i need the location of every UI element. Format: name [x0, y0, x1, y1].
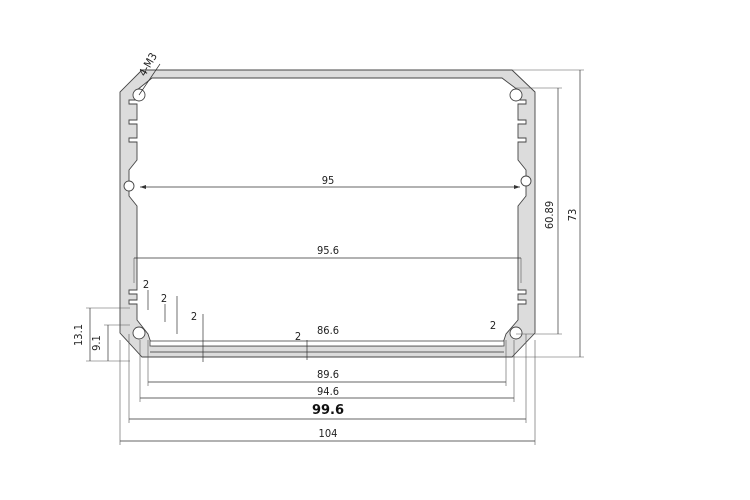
arrow-95-right [514, 185, 520, 189]
label-left-h2: 9.1 [90, 335, 103, 351]
label-bottom-inner-1: 89.6 [317, 368, 339, 381]
label-inner-mid-width: 95.6 [317, 244, 339, 257]
side-slot-right [520, 175, 532, 187]
label-fin-2: 2 [161, 292, 167, 305]
screw-hole-bottom-right [509, 326, 523, 340]
thread-leader [138, 63, 161, 96]
bottom-slot [149, 340, 505, 347]
label-fin-5: 2 [490, 319, 496, 332]
label-bottom-slot: 86.6 [317, 324, 339, 337]
extrusion-cavity [128, 77, 527, 347]
label-overall-height: 73 [566, 209, 579, 222]
label-bottom-inner-3: 99.6 [312, 403, 344, 418]
label-fin-1: 2 [143, 278, 149, 291]
label-left-h1: 13.1 [72, 324, 85, 346]
side-slot-left [123, 180, 135, 192]
screw-hole-bottom-left [132, 326, 146, 340]
label-inner-height: 60.89 [543, 201, 556, 229]
label-fin-3: 2 [191, 310, 197, 323]
label-overall-width: 104 [319, 427, 338, 440]
arrow-95-left [140, 185, 146, 189]
label-inner-top-width: 95 [322, 174, 335, 187]
label-bottom-inner-2: 94.6 [317, 385, 339, 398]
label-fin-4: 2 [295, 330, 301, 343]
screw-hole-top-right [509, 88, 523, 102]
